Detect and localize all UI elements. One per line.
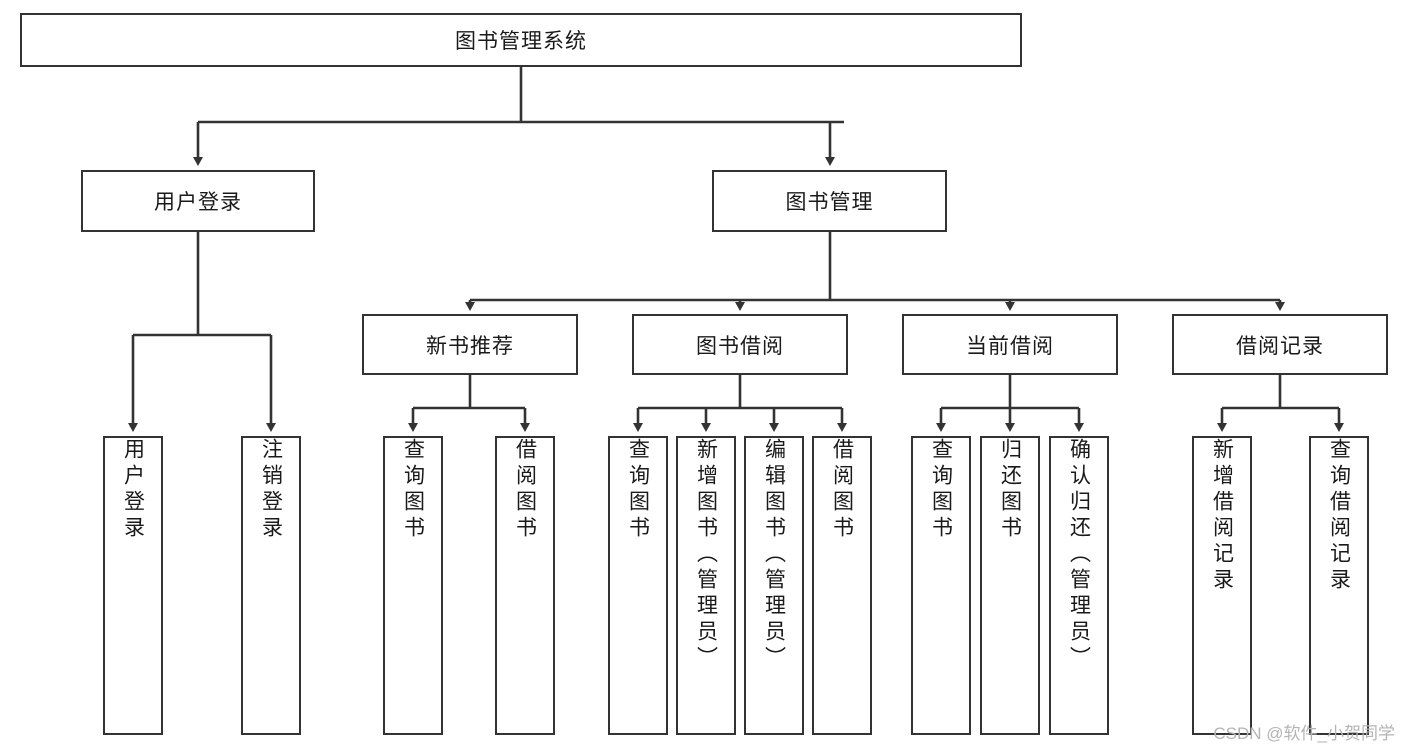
node-leaf-book-borrow-borrow-book[interactable]: 借阅图书 xyxy=(812,436,872,735)
node-label: 图书管理 xyxy=(785,191,874,214)
node-leaf-current-borrow-confirm-return-admin[interactable]: 确认归还（管理员） xyxy=(1049,436,1109,735)
node-label: 查询借阅记录 xyxy=(1327,438,1351,594)
node-label: 借阅图书 xyxy=(513,438,537,542)
node-label: 新书推荐 xyxy=(426,334,514,358)
node-book-management[interactable]: 图书管理 xyxy=(712,170,947,232)
node-leaf-new-book-borrow-book[interactable]: 借阅图书 xyxy=(495,436,555,735)
node-new-book-recommend[interactable]: 新书推荐 xyxy=(362,314,578,375)
node-label: 编辑图书（管理员） xyxy=(762,438,786,672)
node-leaf-borrow-record-add-record[interactable]: 新增借阅记录 xyxy=(1192,436,1252,735)
node-current-borrow[interactable]: 当前借阅 xyxy=(902,314,1118,375)
node-leaf-user-login-logout[interactable]: 注销登录 xyxy=(241,436,301,735)
node-leaf-book-borrow-edit-book-admin[interactable]: 编辑图书（管理员） xyxy=(744,436,804,735)
node-leaf-current-borrow-return-book[interactable]: 归还图书 xyxy=(980,436,1040,735)
node-label: 用户登录 xyxy=(154,191,242,214)
node-label: 注销登录 xyxy=(259,438,283,542)
node-label: 当前借阅 xyxy=(966,334,1054,358)
node-label: 图书管理系统 xyxy=(455,30,587,53)
node-user-login[interactable]: 用户登录 xyxy=(81,170,315,232)
node-label: 借阅图书 xyxy=(830,438,854,542)
node-leaf-user-login-login[interactable]: 用户登录 xyxy=(103,436,163,735)
node-label: 归还图书 xyxy=(998,438,1022,542)
node-leaf-book-borrow-add-book-admin[interactable]: 新增图书（管理员） xyxy=(676,436,736,735)
node-label: 借阅记录 xyxy=(1236,334,1324,358)
node-leaf-new-book-query-book[interactable]: 查询图书 xyxy=(383,436,443,735)
node-borrow-record[interactable]: 借阅记录 xyxy=(1172,314,1388,375)
node-leaf-borrow-record-query-record[interactable]: 查询借阅记录 xyxy=(1309,436,1369,735)
node-label: 查询图书 xyxy=(401,438,425,542)
node-label: 确认归还（管理员） xyxy=(1067,438,1091,672)
node-label: 新增借阅记录 xyxy=(1210,438,1234,594)
node-label: 图书借阅 xyxy=(696,334,784,358)
node-label: 用户登录 xyxy=(121,438,145,542)
node-label: 查询图书 xyxy=(929,438,953,542)
node-label: 新增图书（管理员） xyxy=(694,438,718,672)
node-root-book-management-system[interactable]: 图书管理系统 xyxy=(20,13,1022,67)
node-leaf-current-borrow-query-book[interactable]: 查询图书 xyxy=(911,436,971,735)
node-label: 查询图书 xyxy=(626,438,650,542)
watermark-text: CSDN @软件_小贺同学 xyxy=(1213,724,1395,743)
node-book-borrow[interactable]: 图书借阅 xyxy=(632,314,848,375)
node-leaf-book-borrow-query-book[interactable]: 查询图书 xyxy=(608,436,668,735)
